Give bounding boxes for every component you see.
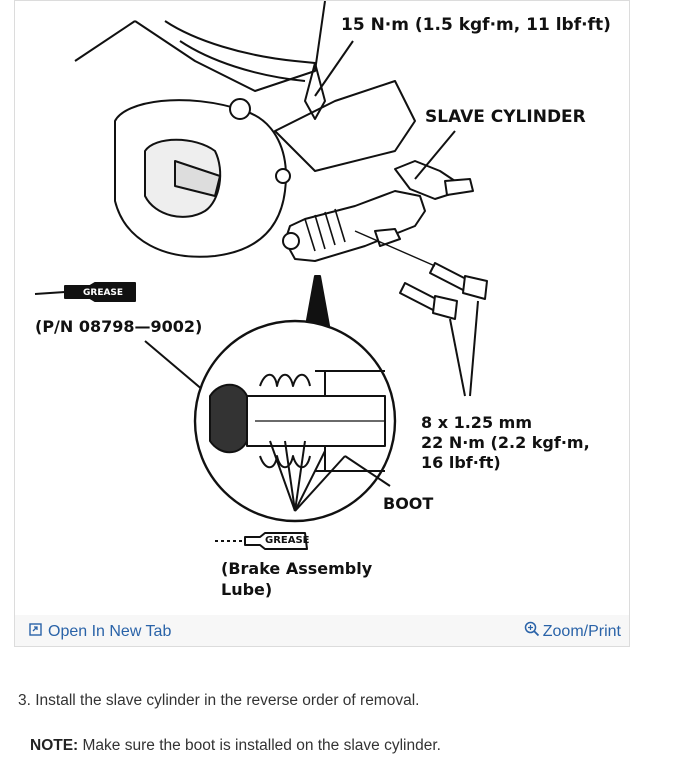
bolt-torque-label-2: 16 lbf·ft) [421,453,501,472]
figure-footer: Open In New Tab Zoom/Print [15,615,629,648]
note-label: NOTE: [30,737,79,754]
part-number-label: (P/N 08798—9002) [35,317,203,336]
boot-label: BOOT [383,494,434,513]
bolt-size-label: 8 x 1.25 mm [421,413,532,432]
slave-cylinder-label: SLAVE CYLINDER [425,107,586,127]
open-in-new-tab-label: Open In New Tab [48,623,172,640]
pipe-fitting [304,62,326,120]
brake-lube-label-1: (Brake Assembly [221,559,373,578]
slave-cylinder-diagram: 15 N·m (1.5 kgf·m, 11 lbf·ft) SLAVE CYLI… [15,1,629,615]
note-text: Make sure the boot is installed on the s… [78,737,441,754]
figure-frame: 15 N·m (1.5 kgf·m, 11 lbf·ft) SLAVE CYLI… [14,0,630,647]
slave-cylinder-body [284,190,426,262]
zoom-print-link[interactable]: Zoom/Print [524,621,621,642]
open-in-new-tab-link[interactable]: Open In New Tab [29,623,171,641]
step-instruction: 3. Install the slave cylinder in the rev… [18,692,420,709]
housing-bolt [229,98,251,120]
grease-tube-bottom-label: GREASE [265,535,310,546]
zoom-print-label: Zoom/Print [542,622,621,640]
grease-tube-bottom-drawing [244,532,308,550]
zoom-icon [524,621,540,642]
open-new-tab-icon [29,623,42,641]
note: NOTE: Make sure the boot is installed on… [30,737,441,755]
diagram-drawing [34,1,488,550]
brake-lube-label-2: Lube) [221,580,273,599]
grease-tube-top-drawing [64,282,136,302]
clutch-pipe-torque-label: 15 N·m (1.5 kgf·m, 11 lbf·ft) [341,15,611,35]
clutch-pipe-line [164,20,316,64]
bolt-torque-label-1: 22 N·m (2.2 kgf·m, [421,433,590,452]
grease-tube-top-label: GREASE [83,288,124,298]
